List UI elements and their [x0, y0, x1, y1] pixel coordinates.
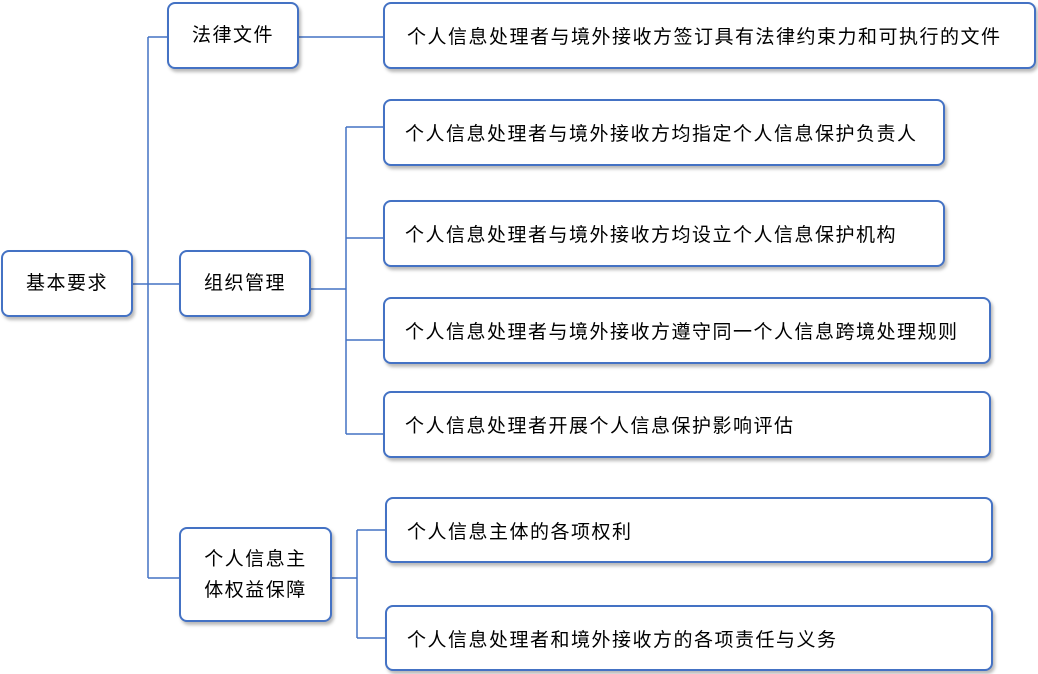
leaf-text: 个人信息处理者与境外接收方签订具有法律约束力和可执行的文件	[407, 26, 1002, 48]
branch-node-organization-management: 组织管理	[179, 250, 311, 317]
leaf-text: 个人信息处理者和境外接收方的各项责任与义务	[407, 628, 838, 651]
leaf-text: 个人信息处理者开展个人信息保护影响评估	[405, 415, 795, 437]
branch-label: 法律文件	[191, 24, 274, 46]
root-node: 基本要求	[1, 250, 133, 317]
leaf-text: 个人信息处理者与境外接收方均设立个人信息保护机构	[405, 224, 898, 246]
leaf-node: 个人信息处理者与境外接收方签订具有法律约束力和可执行的文件	[383, 2, 1036, 69]
branch-node-legal-documents: 法律文件	[167, 2, 299, 69]
leaf-text: 个人信息处理者与境外接收方均指定个人信息保护负责人	[405, 123, 918, 145]
branch-label-line-2: 体权益保障	[204, 578, 307, 601]
leaf-text: 个人信息主体的各项权利	[407, 520, 633, 543]
root-label: 基本要求	[25, 272, 108, 294]
leaf-node: 个人信息处理者与境外接收方均指定个人信息保护负责人	[383, 99, 945, 166]
leaf-node: 个人信息处理者开展个人信息保护影响评估	[383, 391, 991, 458]
branch-label: 组织管理	[203, 272, 286, 294]
leaf-text: 个人信息处理者与境外接收方遵守同一个人信息跨境处理规则	[405, 321, 959, 343]
leaf-node: 个人信息处理者和境外接收方的各项责任与义务	[385, 605, 993, 671]
branch-label-line-1: 个人信息主	[204, 547, 307, 570]
leaf-node: 个人信息处理者与境外接收方均设立个人信息保护机构	[383, 200, 945, 267]
branch-node-subject-rights-protection: 个人信息主 体权益保障	[179, 527, 332, 622]
leaf-node: 个人信息处理者与境外接收方遵守同一个人信息跨境处理规则	[383, 297, 991, 364]
leaf-node: 个人信息主体的各项权利	[385, 497, 993, 563]
